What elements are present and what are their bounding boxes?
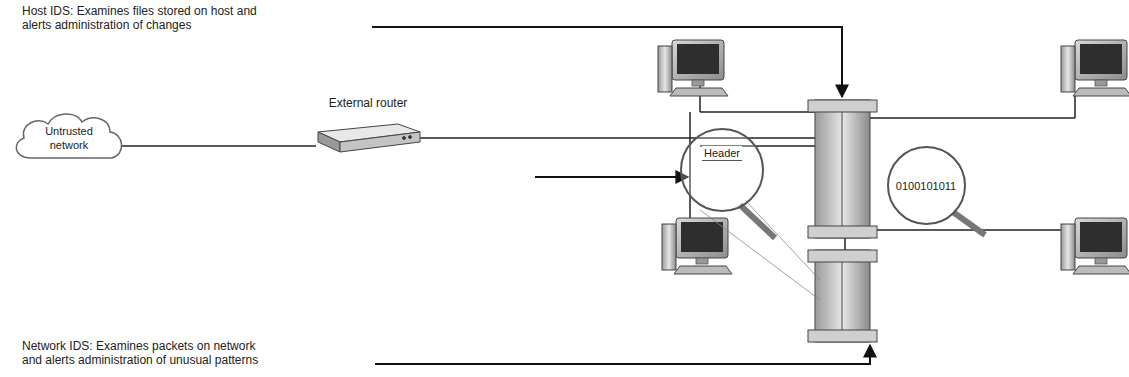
network-link bbox=[122, 145, 316, 147]
annotation-text: Network IDS: Examines packets on network… bbox=[22, 339, 272, 367]
inspected-data: Header bbox=[702, 146, 742, 161]
cloud-shape: Untrusted network bbox=[10, 108, 128, 168]
magnifier-lens: 0100101011 bbox=[887, 146, 966, 225]
inspected-data: 0100101011 bbox=[894, 179, 958, 193]
magnifier-lens: Header bbox=[680, 128, 764, 212]
cloud-outline bbox=[10, 108, 128, 168]
router-device: External router bbox=[310, 96, 426, 154]
annotation-text: Host IDS: Examines files stored on host … bbox=[22, 4, 272, 32]
device-label: External router bbox=[310, 96, 426, 110]
cloud-label: Untrusted network bbox=[34, 124, 104, 152]
